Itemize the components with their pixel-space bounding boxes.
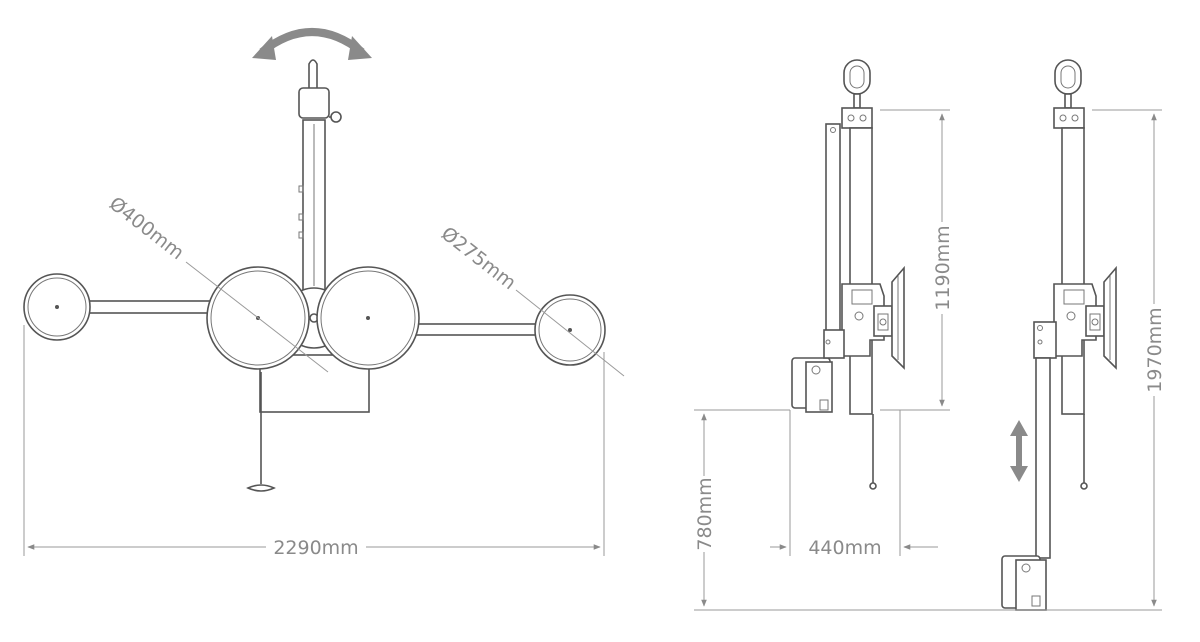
hook-shackle bbox=[1054, 59, 1082, 109]
control-rod bbox=[246, 372, 276, 492]
height-lower-dimension: 780mm bbox=[694, 409, 1050, 611]
diameter-small-label: Ø275mm bbox=[437, 223, 520, 295]
vertical-double-arrow-icon bbox=[1010, 420, 1028, 482]
handle-box bbox=[1001, 555, 1047, 611]
pad-mechanism bbox=[1053, 265, 1117, 370]
hook-shackle bbox=[843, 59, 871, 109]
height-upper-label: 1190mm bbox=[932, 225, 954, 310]
top-bracket bbox=[841, 107, 873, 129]
diameter-large-label: Ø400mm bbox=[105, 193, 188, 265]
side-view-upper: 1190mm 440mm bbox=[770, 59, 954, 559]
height-lower-label: 780mm bbox=[694, 477, 716, 550]
vacuum-pad-small-right bbox=[534, 294, 606, 366]
width-total-label: 2290mm bbox=[273, 537, 358, 559]
vacuum-pad-large-right bbox=[316, 266, 420, 370]
hook-shackle bbox=[298, 59, 342, 123]
vacuum-pad-small-left bbox=[23, 273, 91, 341]
side-view-lowered: 1970mm bbox=[1001, 59, 1166, 611]
main-column bbox=[298, 119, 326, 291]
height-total-label: 1970mm bbox=[1144, 307, 1166, 392]
pad-mechanism bbox=[841, 265, 905, 370]
top-bracket bbox=[1053, 107, 1085, 129]
front-view: Ø400mm Ø275mm 2290mm bbox=[23, 28, 625, 559]
handle-box bbox=[791, 329, 845, 413]
diameter-small-leader bbox=[515, 289, 625, 377]
depth-label: 440mm bbox=[808, 537, 881, 559]
curved-double-arrow-icon bbox=[252, 28, 372, 60]
diameter-large-leader bbox=[185, 261, 329, 373]
